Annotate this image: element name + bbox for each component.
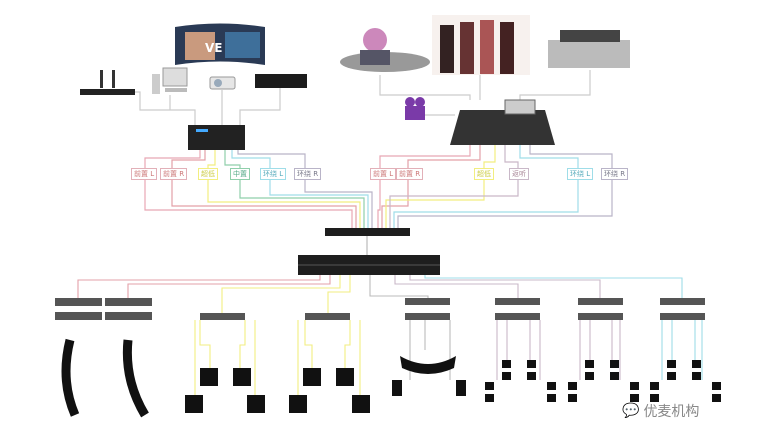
- channel-label-subwoofer: 超低: [474, 168, 494, 180]
- video-screen: VE: [175, 23, 265, 65]
- watermark-text: 优麦机构: [643, 404, 700, 420]
- channel-label-front-left: 前置 L: [370, 168, 397, 180]
- band-photo: [432, 15, 530, 75]
- projector-icon: [209, 76, 236, 90]
- wireless-mic-receiver: [80, 89, 135, 95]
- drum-kit: [548, 30, 630, 68]
- watermark: 💬 优麦机构: [622, 401, 699, 421]
- channel-label-front-left: 前置 L: [131, 168, 158, 180]
- dj-turntables: [340, 28, 430, 72]
- line-array-left: [61, 338, 80, 417]
- wechat-icon: 💬: [622, 403, 640, 419]
- output-wires: [77, 275, 703, 395]
- audio-processor: [325, 228, 410, 236]
- channel-label-front-right: 前置 R: [160, 168, 188, 180]
- source-wires: [108, 70, 613, 255]
- video-camera-icon: [405, 97, 425, 120]
- dvd-player: [255, 74, 307, 88]
- channel-label-monitor: 返听: [509, 168, 529, 180]
- speakers: [61, 338, 721, 418]
- channel-label-center: 中置: [230, 168, 250, 180]
- audio-matrix-rack: [188, 125, 245, 150]
- computer-icon: [152, 67, 188, 94]
- channel-label-subwoofer: 超低: [198, 168, 218, 180]
- channel-label-front-right: 前置 R: [396, 168, 424, 180]
- line-array-right: [122, 339, 149, 418]
- rack-display: [196, 129, 208, 132]
- channel-label-surround-right: 环绕 R: [294, 168, 322, 180]
- microphone-icon: [112, 70, 115, 88]
- microphone-icon: [100, 70, 103, 88]
- channel-label-surround-left: 环绕 L: [567, 168, 594, 180]
- screen-logo-text: VE: [205, 41, 222, 55]
- channel-label-surround-left: 环绕 L: [260, 168, 287, 180]
- output-amplifiers: [55, 298, 705, 320]
- mixing-console: [450, 99, 555, 145]
- channel-label-surround-right: 环绕 R: [601, 168, 629, 180]
